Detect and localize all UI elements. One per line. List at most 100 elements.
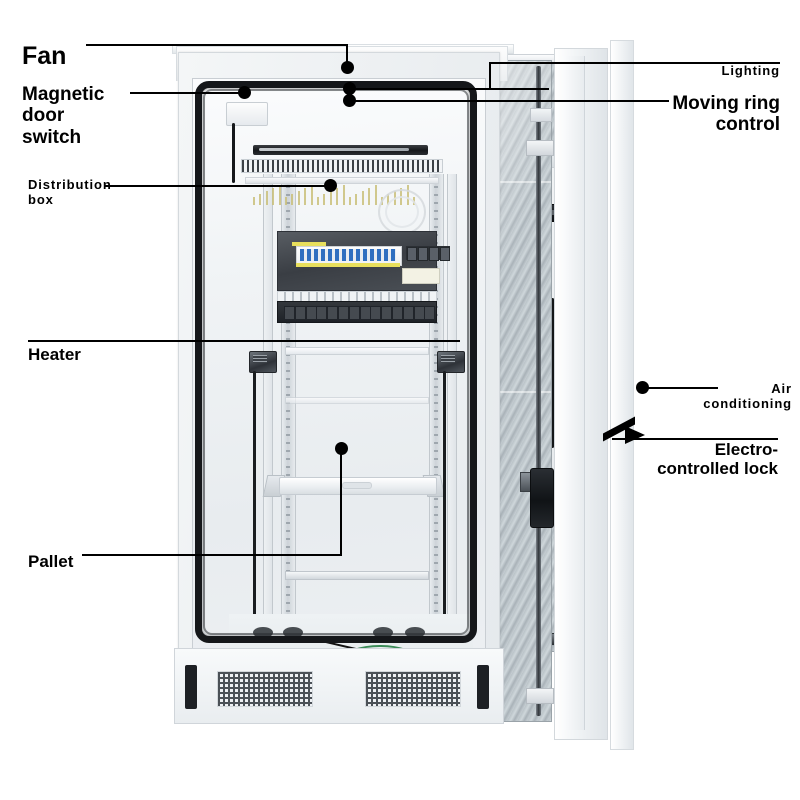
door-hinge-top	[526, 140, 554, 156]
loom-wire	[355, 194, 358, 205]
door-leaf-inner-edge	[562, 56, 585, 730]
rack-rail-outer-left	[263, 174, 273, 644]
callout-heater-label: Heater	[28, 345, 81, 364]
meter-1	[407, 247, 417, 261]
busbar-lower	[296, 263, 400, 267]
cable-hole-3	[373, 627, 393, 638]
plinth-foot-right	[477, 665, 489, 709]
cabinet-photo	[170, 22, 660, 750]
heater-unit-left	[249, 351, 277, 373]
callout-moving-ring-dot	[343, 94, 356, 107]
loom-wire	[374, 185, 377, 205]
callout-magnetic-leader	[130, 92, 245, 94]
ac-power-cable	[551, 298, 554, 448]
patch-port	[294, 306, 306, 320]
callout-moving-ring-label: Moving ring control	[672, 93, 780, 136]
fan-tray	[253, 145, 428, 155]
callout-heater-leader	[28, 340, 460, 342]
vent-strip	[241, 159, 443, 173]
meter-row	[406, 246, 450, 261]
callout-fan-leader-v	[346, 44, 348, 64]
cabinet-plinth	[174, 648, 504, 724]
door-insulation-face	[490, 60, 552, 722]
patch-port	[316, 306, 328, 320]
patch-port	[327, 306, 339, 320]
cable-hole-4	[405, 627, 425, 638]
meter-4	[440, 247, 450, 261]
callout-fan-dot	[341, 61, 354, 74]
loom-wire	[361, 191, 364, 205]
callout-lock-arrowhead	[625, 426, 645, 444]
plinth-vent-right	[365, 671, 461, 707]
patch-port	[284, 306, 295, 320]
loom-wire	[272, 188, 275, 205]
shelf-upper	[285, 347, 429, 355]
plinth-foot-left	[185, 665, 197, 709]
cable-hole-2	[283, 627, 303, 638]
callout-pallet-leader-v	[340, 448, 342, 556]
loom-wire	[336, 188, 339, 205]
rack-rail-outer-right	[447, 174, 457, 644]
loom-wire	[317, 197, 319, 205]
heater-unit-right	[437, 351, 465, 373]
distribution-box	[277, 231, 450, 291]
patch-port	[370, 306, 382, 320]
meter-3	[429, 247, 439, 261]
callout-lighting-label: Lighting	[721, 63, 780, 78]
cable-hole-1	[253, 627, 273, 638]
rack-cross-bar	[285, 571, 429, 580]
loom-wire	[253, 197, 255, 205]
patch-port	[381, 306, 393, 320]
patch-port	[359, 306, 371, 320]
callout-lock-leader	[612, 438, 778, 440]
callout-lighting-leader-v	[489, 62, 491, 90]
loom-wire	[278, 185, 281, 205]
loom-wire	[291, 194, 294, 205]
callout-lighting-leader-h3	[349, 88, 491, 90]
enclosure-outer-frame	[610, 40, 634, 750]
loom-wire	[323, 194, 326, 205]
electro-controlled-lock[interactable]	[530, 468, 554, 528]
loom-wire	[349, 197, 351, 205]
callout-lighting-leader-h	[489, 62, 780, 64]
callout-air-conditioning-dot	[636, 381, 649, 394]
meter-2	[418, 247, 428, 261]
fiber-slack-coil	[378, 189, 426, 235]
door-seam-1	[491, 181, 551, 183]
callout-magnetic-dot	[238, 86, 251, 99]
callout-pallet-dot	[335, 442, 348, 455]
patch-port	[338, 306, 349, 320]
pallet-shelf	[279, 477, 437, 495]
callout-magnetic-label: Magnetic door switch	[22, 84, 105, 148]
callout-air-conditioning-label: Air conditioning	[703, 381, 792, 411]
loom-wire	[342, 185, 345, 205]
patch-port	[413, 306, 425, 320]
heater-cable-right	[443, 371, 446, 621]
patch-port	[348, 306, 360, 320]
patch-port	[305, 306, 317, 320]
door-locking-rod	[536, 66, 541, 716]
cable-entry-holes	[253, 627, 453, 639]
callout-fan-leader-h	[86, 44, 348, 46]
loom-wire	[297, 191, 300, 205]
rail-holes-left	[286, 178, 290, 640]
callout-pallet-leader-h	[82, 554, 342, 556]
callout-distribution-label: Distribution box	[28, 177, 112, 207]
callout-lock-label: Electro- controlled lock	[657, 440, 778, 479]
callout-fan-label: Fan	[22, 42, 67, 70]
callout-moving-ring-leader	[349, 100, 669, 102]
rail-holes-right	[434, 178, 438, 640]
patch-port	[402, 306, 414, 320]
loom-wire	[329, 191, 332, 205]
cabinet-door[interactable]	[490, 48, 620, 740]
plinth-vent-left	[217, 671, 313, 707]
patch-port	[424, 306, 436, 320]
patch-port	[392, 306, 403, 320]
distribution-box-label	[402, 268, 440, 284]
callout-lighting-leader-h2	[489, 88, 549, 90]
shelf-mid	[285, 397, 429, 404]
door-hinge-bottom	[526, 688, 554, 704]
heater-cable-left	[253, 371, 256, 621]
door-bracket-top	[530, 108, 552, 122]
